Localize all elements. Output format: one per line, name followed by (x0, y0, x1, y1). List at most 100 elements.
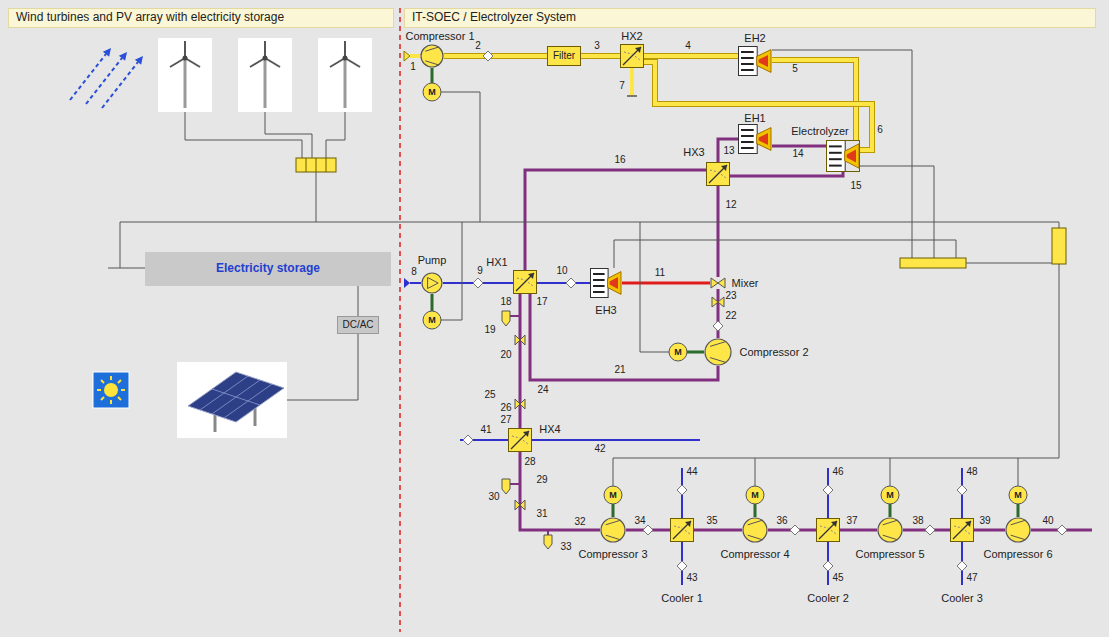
motor-shaft (687, 351, 704, 354)
valve-symbol (515, 335, 525, 345)
stream-marker (925, 525, 935, 535)
electric-heater: EH1 (738, 124, 772, 154)
compressor-outline (420, 44, 444, 68)
power-wire (613, 264, 1059, 486)
stream-number: 24 (537, 385, 548, 395)
stream-number: 31 (536, 509, 547, 519)
stream-number: 6 (877, 125, 883, 135)
power-wire (265, 112, 312, 158)
stream-number: 8 (411, 267, 417, 277)
component-label: HX3 (683, 147, 704, 158)
motor-symbol (881, 486, 899, 504)
header-band: Wind turbines and PV array with electric… (8, 8, 394, 28)
heat-exchanger: HX1 (513, 270, 537, 294)
stream-number: 30 (488, 492, 499, 502)
compressor-symbol: Compressor 2 (704, 338, 732, 366)
stream-path (581, 54, 620, 58)
stream-number: 10 (556, 266, 567, 276)
component-label: Cooler 1 (661, 593, 703, 604)
electric-heater: EH2 (738, 46, 772, 76)
component-label: Compressor 4 (720, 549, 789, 560)
stream-number: 39 (979, 516, 990, 526)
compressor-symbol: Compressor 5 (877, 517, 903, 543)
stream-number: 9 (477, 266, 483, 276)
stream-outline (644, 53, 738, 59)
sun-ray (97, 389, 101, 391)
stream-path (444, 54, 547, 58)
stream-number: 37 (846, 516, 857, 526)
stream-outline (581, 53, 620, 59)
stream-path (840, 529, 877, 532)
motor-symbol (604, 486, 622, 504)
separator-stub (510, 315, 520, 317)
stream-number: 14 (792, 149, 803, 159)
wind-arrow (70, 54, 106, 100)
stream-number: 27 (500, 415, 511, 425)
stream-inlet (404, 51, 410, 61)
panel-divider (399, 8, 401, 632)
separator-symbol (502, 311, 510, 326)
stream-path (622, 282, 710, 285)
sun-ray (101, 397, 104, 400)
stream-number: 43 (686, 573, 697, 583)
stream-number: 15 (850, 181, 861, 191)
stream-outline (644, 62, 872, 150)
pv-panel (188, 372, 284, 422)
sun-ray (118, 397, 121, 400)
cooler-symbol: Cooler 3 (950, 518, 974, 542)
stream-line (644, 56, 738, 57)
sun-ray (110, 376, 112, 380)
component-label: EH1 (744, 113, 765, 124)
compressor-outline (600, 517, 626, 543)
stream-line (530, 294, 718, 380)
node-text: Wind turbines and PV array with electric… (16, 11, 284, 25)
stream-number: 3 (594, 41, 600, 51)
wind-arrowhead (103, 48, 111, 57)
stream-line (718, 139, 738, 162)
stream-path (644, 62, 872, 150)
stream-line (410, 282, 421, 284)
pv-grid (200, 376, 272, 418)
stream-number: 7 (619, 81, 625, 91)
stream-number: 13 (723, 146, 734, 156)
power-wire (640, 222, 669, 352)
heater-outline (738, 46, 772, 76)
heat-exchanger: HX4 (508, 428, 532, 452)
separator-symbol (544, 535, 552, 549)
stream-line (772, 60, 856, 140)
component-label: HX4 (539, 424, 560, 435)
power-wire (441, 222, 462, 320)
stream-marker (677, 485, 687, 495)
stream-line (718, 186, 719, 277)
component-label: EH2 (744, 33, 765, 44)
stream-path (537, 282, 590, 284)
exchanger-outline (706, 162, 730, 186)
stream-number: 33 (560, 542, 571, 552)
exchanger-outline (620, 44, 644, 68)
component-label: Compressor 2 (739, 347, 808, 358)
component-label: Cooler 3 (941, 593, 983, 604)
bus-bar (1052, 228, 1066, 264)
cooler-symbol: Cooler 2 (816, 518, 840, 542)
component-label: Cooler 2 (807, 593, 849, 604)
compressor-outline (704, 338, 732, 366)
wind-arrowhead (119, 52, 127, 61)
heat-exchanger: HX3 (706, 162, 730, 186)
stream-path (730, 172, 843, 176)
stream-line (630, 68, 634, 96)
exchanger-outline (670, 518, 694, 542)
motor-shaft (431, 294, 434, 311)
stream-marker (643, 525, 653, 535)
component-label: Pump (418, 255, 447, 266)
cooler-symbol: Cooler 1 (670, 518, 694, 542)
separator-symbol (502, 479, 510, 494)
compressor-symbol: Compressor 4 (742, 517, 768, 543)
power-wire (326, 112, 345, 158)
stream-number: 2 (475, 41, 481, 51)
stream-path (718, 139, 738, 162)
motor-symbol (746, 486, 764, 504)
stream-number: 12 (725, 200, 736, 210)
motor-letter: M (1014, 491, 1022, 500)
stream-line (730, 172, 843, 176)
stream-number: 11 (655, 268, 665, 278)
